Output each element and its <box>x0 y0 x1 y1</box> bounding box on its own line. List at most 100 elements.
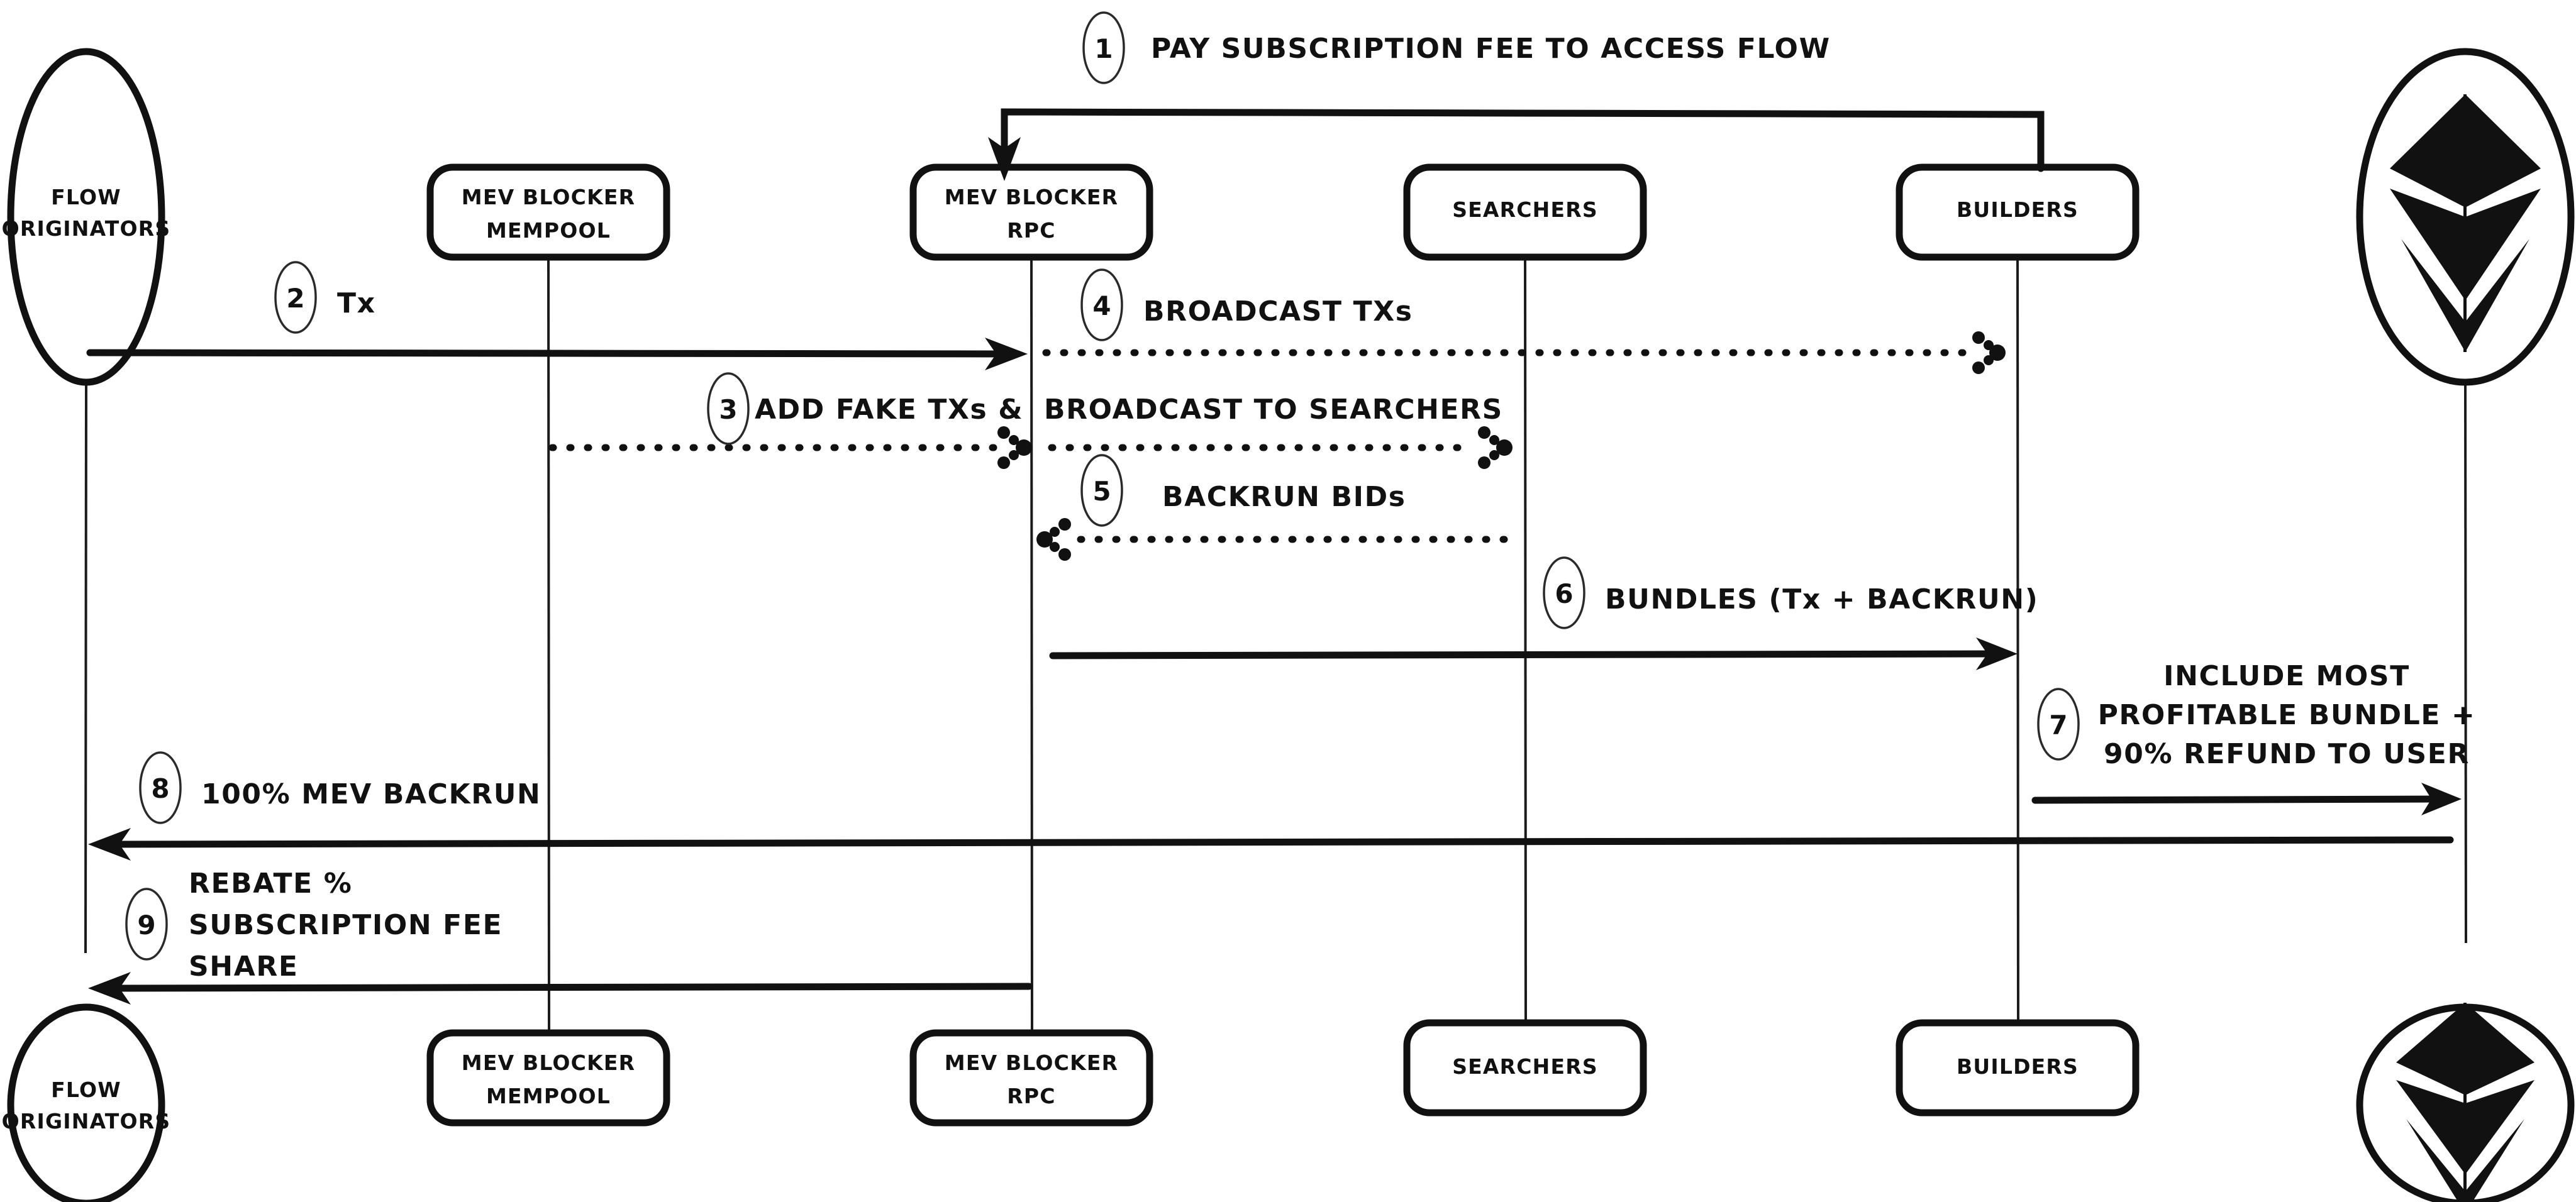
flow-originators-label-bottom-line1: FLOW <box>51 1078 121 1102</box>
lifeline-mev-blocker-mempool <box>547 257 550 1037</box>
mempool-box <box>426 163 670 261</box>
message-6-label: BUNDLES (Tx + BACKRUN) <box>1605 583 2038 615</box>
participant-ethereum-bottom[interactable] <box>2356 1003 2575 1202</box>
participant-mev-blocker-rpc-bottom[interactable]: MEV BLOCKER RPC <box>909 1029 1153 1127</box>
ethereum-logo-icon-bottom <box>2396 1003 2534 1202</box>
message-9-number: 9 <box>137 910 155 940</box>
message-3-number: 3 <box>719 394 737 425</box>
message-2-number: 2 <box>286 283 304 314</box>
message-5-number: 5 <box>1092 476 1111 507</box>
message-7-label-line1: INCLUDE MOST <box>2163 660 2410 692</box>
builders-label-bottom: BUILDERS <box>1957 1054 2079 1079</box>
rpc-box <box>909 163 1153 261</box>
mempool-label-line1: MEV BLOCKER <box>462 185 635 209</box>
message-5-arrowhead <box>1036 518 1071 561</box>
message-9-label-line1: REBATE % <box>189 868 352 900</box>
message-7[interactable]: 7 INCLUDE MOST PROFITABLE BUNDLE + 90% R… <box>2031 660 2476 815</box>
message-9-label-line2: SUBSCRIPTION FEE <box>189 909 502 941</box>
message-6[interactable]: 6 BUNDLES (Tx + BACKRUN) <box>1049 556 2038 670</box>
message-3-label-part1: ADD FAKE TXs & <box>755 394 1023 426</box>
message-3-arrowhead-1 <box>997 426 1032 469</box>
message-7-label-line3: 90% REFUND TO USER <box>2104 738 2470 770</box>
mempool-label-bottom-line2: MEMPOOL <box>486 1084 611 1108</box>
searchers-box <box>1403 163 1647 261</box>
message-5[interactable]: 5 BACKRUN BIDs <box>1036 454 1508 561</box>
message-7-number-bubble <box>2037 688 2080 761</box>
searchers-label: SEARCHERS <box>1452 197 1598 222</box>
message-8-arrow <box>111 836 2454 848</box>
message-6-arrow <box>1049 650 1997 659</box>
message-7-arrowhead <box>2421 783 2462 815</box>
message-8-number-bubble <box>139 751 182 824</box>
message-1[interactable]: 1 PAY SUBSCRIPTION FEE TO ACCESS FLOW <box>988 11 2045 181</box>
message-2-arrow <box>86 349 1006 358</box>
message-1-label: PAY SUBSCRIPTION FEE TO ACCESS FLOW <box>1151 33 1831 65</box>
message-9-arrow <box>111 983 1033 992</box>
participant-searchers-top[interactable]: SEARCHERS <box>1403 163 1647 261</box>
participant-ethereum-top[interactable] <box>2356 48 2575 386</box>
message-7-label-line2: PROFITABLE BUNDLE + <box>2098 699 2476 731</box>
message-3-number-bubble <box>707 372 750 445</box>
searchers-box-bottom <box>1403 1019 1647 1117</box>
message-2-arrowhead <box>985 338 1028 370</box>
message-4-label: BROADCAST TXs <box>1143 295 1413 328</box>
participant-flow-originators-top[interactable]: FLOW ORIGINATORS <box>2 48 171 386</box>
message-9-arrowhead <box>88 972 131 1005</box>
message-8-label: 100% MEV BACKRUN <box>201 778 541 810</box>
flow-originators-label-line2: ORIGINATORS <box>2 216 171 241</box>
participant-mev-blocker-mempool-bottom[interactable]: MEV BLOCKER MEMPOOL <box>426 1029 670 1127</box>
message-8[interactable]: 8 100% MEV BACKRUN <box>88 751 2454 861</box>
message-2[interactable]: 2 Tx <box>86 261 1028 370</box>
rpc-label-bottom-line2: RPC <box>1007 1084 1055 1108</box>
lifeline-mev-blocker-rpc <box>1030 251 1033 1037</box>
participant-searchers-bottom[interactable]: SEARCHERS <box>1403 1019 1647 1117</box>
message-4[interactable]: 4 BROADCAST TXs <box>1042 268 2006 374</box>
rpc-label-line1: MEV BLOCKER <box>945 185 1118 209</box>
message-1-number: 1 <box>1094 33 1113 64</box>
message-6-arrowhead <box>1976 637 2018 670</box>
participant-flow-originators-bottom[interactable]: FLOW ORIGINATORS <box>2 1003 171 1202</box>
builders-box-bottom <box>1896 1019 2140 1117</box>
message-1-arrowhead <box>988 137 1021 181</box>
mempool-label-bottom-line1: MEV BLOCKER <box>462 1050 635 1075</box>
searchers-label-bottom: SEARCHERS <box>1452 1054 1598 1079</box>
message-4-number: 4 <box>1092 290 1111 321</box>
rpc-label-bottom-line1: MEV BLOCKER <box>945 1050 1118 1075</box>
flow-originators-ellipse <box>7 48 165 386</box>
flow-originators-label-line1: FLOW <box>51 185 121 209</box>
builders-label: BUILDERS <box>1957 197 2079 222</box>
message-9[interactable]: 9 REBATE % SUBSCRIPTION FEE SHARE <box>88 868 1033 1005</box>
message-5-number-bubble <box>1080 454 1123 527</box>
message-7-arrow <box>2031 795 2443 804</box>
participant-builders-top[interactable]: BUILDERS <box>1896 163 2140 261</box>
ethereum-logo-icon <box>2390 94 2541 352</box>
message-1-number-bubble <box>1082 11 1125 84</box>
message-9-number-bubble <box>125 888 168 961</box>
mempool-box-bottom <box>426 1029 670 1127</box>
message-7-number: 7 <box>2049 710 2067 741</box>
message-4-arrowhead <box>1972 331 2006 374</box>
participant-mev-blocker-rpc-top[interactable]: MEV BLOCKER RPC <box>909 163 1153 261</box>
message-8-number: 8 <box>151 773 169 804</box>
builders-box <box>1896 163 2140 261</box>
rpc-label-line2: RPC <box>1007 218 1055 243</box>
lifelines <box>84 251 2467 1037</box>
message-8-arrowhead <box>88 828 131 861</box>
message-3-label-part2: BROADCAST TO SEARCHERS <box>1044 394 1503 426</box>
message-6-number-bubble <box>1543 556 1585 629</box>
message-2-number-bubble <box>274 261 317 334</box>
flow-originators-ellipse-bottom <box>7 1003 165 1202</box>
message-2-label: Tx <box>337 287 376 319</box>
message-6-number: 6 <box>1555 578 1573 609</box>
message-3[interactable]: 3 ADD FAKE TXs & BROADCAST TO SEARCHERS <box>548 372 1513 469</box>
participant-mev-blocker-mempool-top[interactable]: MEV BLOCKER MEMPOOL <box>426 163 670 261</box>
lifeline-ethereum <box>2464 377 2467 944</box>
flow-originators-label-bottom-line2: ORIGINATORS <box>2 1109 171 1133</box>
message-5-label: BACKRUN BIDs <box>1162 481 1406 513</box>
message-3-arrowhead-2 <box>1478 426 1513 469</box>
message-4-number-bubble <box>1080 268 1123 341</box>
participant-builders-bottom[interactable]: BUILDERS <box>1896 1019 2140 1117</box>
mempool-label-line2: MEMPOOL <box>486 218 611 243</box>
